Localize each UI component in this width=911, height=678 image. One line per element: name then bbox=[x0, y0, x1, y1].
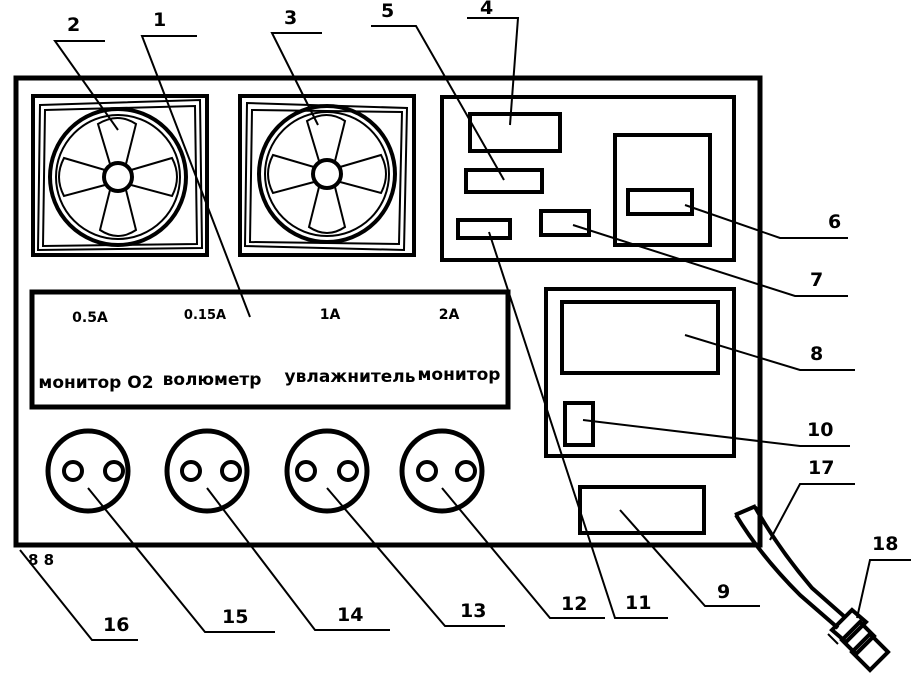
hose-17 bbox=[734, 504, 848, 630]
callout-13: 13 bbox=[460, 600, 486, 622]
callout-10: 10 bbox=[807, 419, 833, 441]
leader-lines bbox=[19, 17, 911, 641]
device-label-3: увлажнитель bbox=[285, 367, 416, 387]
socket-13 bbox=[284, 428, 370, 514]
indicator-5 bbox=[464, 168, 544, 194]
display-4 bbox=[468, 112, 562, 153]
switch-7 bbox=[539, 209, 591, 237]
callout-numbers: 1 2 3 4 5 6 7 8 9 10 11 12 13 14 15 16 1… bbox=[67, 0, 898, 636]
main-housing bbox=[13, 75, 763, 548]
fuse-panel bbox=[29, 289, 511, 410]
fan-right-blades bbox=[267, 114, 387, 234]
device-labels: монитор О2 волюметр увлажнитель монитор bbox=[38, 365, 500, 393]
fuse-ratings: 0.5A 0.15A 1A 2A bbox=[72, 307, 459, 326]
callout-6: 6 bbox=[828, 211, 841, 233]
screen-8 bbox=[560, 300, 720, 375]
module-6-frame bbox=[613, 133, 712, 247]
control-block bbox=[440, 95, 736, 262]
fuse-rating-3: 1A bbox=[320, 307, 341, 323]
callout-2: 2 bbox=[67, 14, 80, 36]
corner-mark: 8 8 bbox=[28, 551, 54, 569]
fuse-rating-2: 0.15A bbox=[184, 308, 226, 323]
port-9 bbox=[578, 485, 706, 535]
callout-15: 15 bbox=[222, 606, 248, 628]
fan-right bbox=[238, 94, 416, 257]
callout-14: 14 bbox=[337, 604, 363, 626]
callout-9: 9 bbox=[717, 581, 730, 603]
callout-8: 8 bbox=[810, 343, 823, 365]
callout-17: 17 bbox=[808, 457, 834, 479]
fan-left bbox=[31, 94, 209, 257]
button-10 bbox=[563, 401, 595, 447]
fuse-rating-4: 2A bbox=[439, 307, 460, 323]
socket-15 bbox=[45, 428, 131, 514]
callout-7: 7 bbox=[810, 269, 823, 291]
callout-1: 1 bbox=[153, 9, 166, 31]
callout-3: 3 bbox=[284, 7, 297, 29]
callout-18: 18 bbox=[872, 533, 898, 555]
fuse-rating-1: 0.5A bbox=[72, 310, 108, 326]
callout-4: 4 bbox=[480, 0, 493, 19]
fan-left-blades bbox=[58, 117, 178, 237]
callout-12: 12 bbox=[561, 593, 587, 615]
socket-12 bbox=[399, 428, 485, 514]
module-6-window bbox=[626, 188, 694, 216]
socket-14 bbox=[164, 428, 250, 514]
device-label-2: волюметр bbox=[163, 370, 262, 390]
callout-11: 11 bbox=[625, 592, 651, 614]
callout-16: 16 bbox=[103, 614, 129, 636]
device-label-1: монитор О2 bbox=[38, 373, 153, 393]
device-label-4: монитор bbox=[418, 365, 501, 385]
connector-18 bbox=[827, 607, 891, 673]
callout-5: 5 bbox=[381, 0, 394, 22]
meter-block bbox=[544, 287, 736, 458]
switch-11 bbox=[456, 218, 512, 240]
